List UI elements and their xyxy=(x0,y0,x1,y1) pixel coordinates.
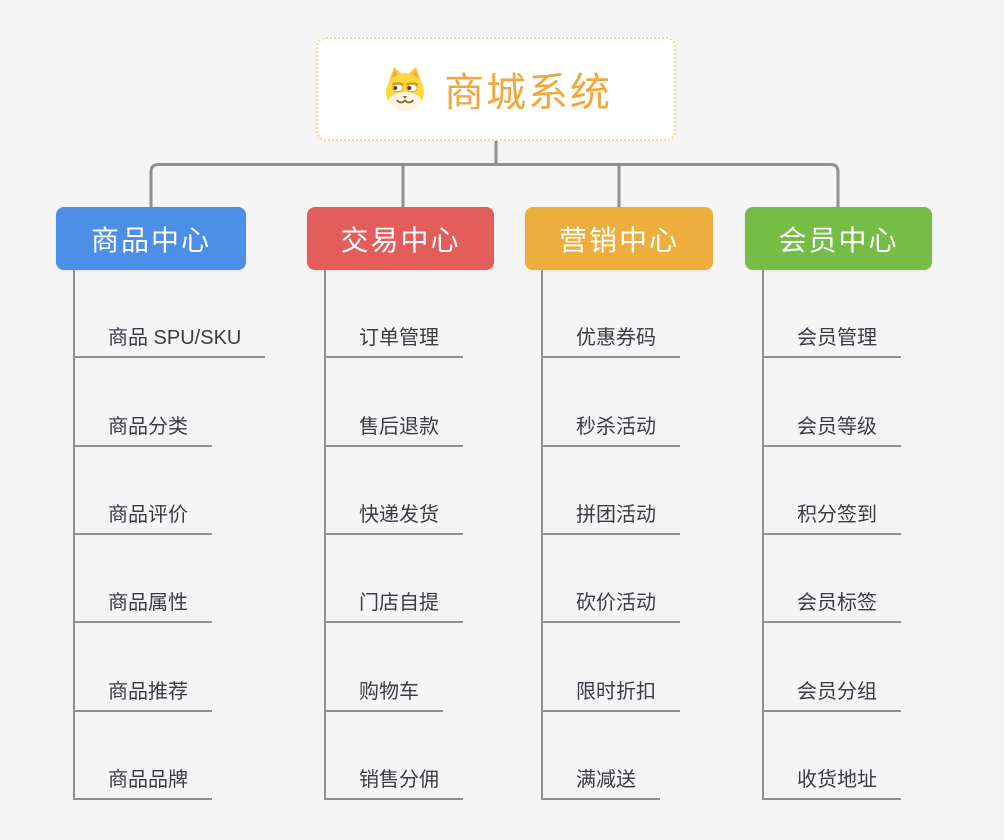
branch-node-member-center[interactable]: 会员中心 xyxy=(745,207,932,270)
root-node-mall-system[interactable]: 商城系统 xyxy=(316,37,676,141)
child-topic[interactable]: 会员分组 xyxy=(764,623,901,712)
child-topic[interactable]: 收货地址 xyxy=(764,712,901,800)
child-topic[interactable]: 商品评价 xyxy=(75,447,212,535)
child-topic[interactable]: 门店自提 xyxy=(326,535,463,624)
child-topic[interactable]: 订单管理 xyxy=(326,270,463,359)
child-topic[interactable]: 销售分佣 xyxy=(326,712,463,800)
branch-node-trade-center[interactable]: 交易中心 xyxy=(307,207,494,270)
child-topic[interactable]: 商品分类 xyxy=(75,358,212,447)
child-topic[interactable]: 商品品牌 xyxy=(75,712,212,800)
child-topic[interactable]: 会员等级 xyxy=(764,358,901,447)
branch-label: 会员中心 xyxy=(778,224,899,256)
root-title: 商城系统 xyxy=(444,71,612,115)
branch-label: 交易中心 xyxy=(340,224,461,256)
child-topic[interactable]: 优惠券码 xyxy=(543,270,680,359)
child-topic[interactable]: 商品推荐 xyxy=(75,623,212,712)
branch-node-product-center[interactable]: 商品中心 xyxy=(56,207,246,270)
child-topic[interactable]: 限时折扣 xyxy=(543,623,680,712)
child-topic[interactable]: 会员管理 xyxy=(764,270,901,359)
child-list-member-center: 会员管理会员等级积分签到会员标签会员分组收货地址 xyxy=(762,270,901,800)
child-topic[interactable]: 满减送 xyxy=(543,712,660,800)
branch-label: 营销中心 xyxy=(558,224,679,256)
child-topic[interactable]: 购物车 xyxy=(326,623,443,712)
child-list-trade-center: 订单管理售后退款快递发货门店自提购物车销售分佣 xyxy=(324,270,463,800)
child-topic[interactable]: 商品属性 xyxy=(75,535,212,624)
dog-face-icon xyxy=(380,66,430,112)
child-topic[interactable]: 快递发货 xyxy=(326,447,463,535)
child-topic[interactable]: 拼团活动 xyxy=(543,447,680,535)
child-topic[interactable]: 砍价活动 xyxy=(543,535,680,624)
child-list-marketing-center: 优惠券码秒杀活动拼团活动砍价活动限时折扣满减送 xyxy=(541,270,680,800)
child-topic[interactable]: 商品 SPU/SKU xyxy=(75,270,266,359)
branch-label: 商品中心 xyxy=(90,224,211,256)
child-topic[interactable]: 积分签到 xyxy=(764,447,901,535)
child-topic[interactable]: 秒杀活动 xyxy=(543,358,680,447)
child-topic[interactable]: 售后退款 xyxy=(326,358,463,447)
branch-node-marketing-center[interactable]: 营销中心 xyxy=(525,207,713,270)
child-topic[interactable]: 会员标签 xyxy=(764,535,901,624)
